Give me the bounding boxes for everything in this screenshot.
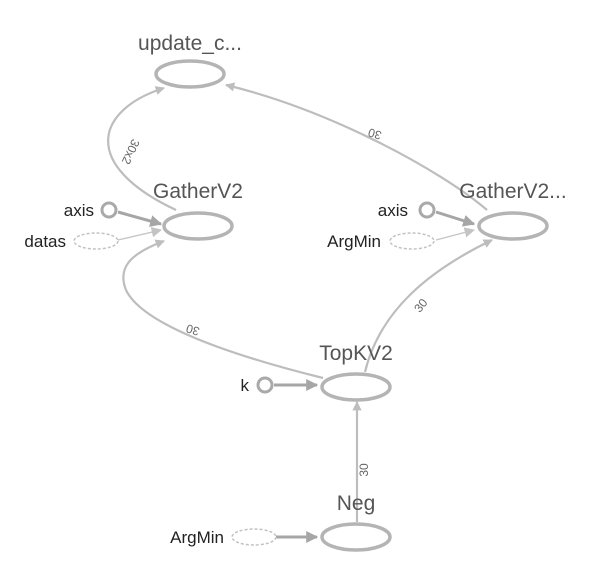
edge-label-neg-to-topk: 30 [357,463,371,477]
op-node-shape[interactable] [162,211,234,241]
node-neg[interactable]: Neg [320,492,392,552]
input-label: axis [378,201,408,220]
ref-node-icon[interactable] [231,528,277,546]
ref-node-icon[interactable] [389,232,435,250]
const-node-icon[interactable] [256,376,274,394]
edge-right-gather-to-update [225,82,488,211]
node-gatherv2-left[interactable]: GatherV2 [153,180,243,241]
node-title: Neg [337,492,376,515]
edge-axis-to-left-gather [117,210,163,227]
node-title: GatherV2... [459,180,566,203]
edge-label-topk-to-right-gather: 30 [411,296,430,315]
input-argmin-neg[interactable]: ArgMin [170,528,277,547]
op-node-shape[interactable] [154,59,226,89]
ref-node-icon[interactable] [73,232,119,250]
edge-label-right-gather-to-update: 30 [366,125,383,142]
node-title: update_c... [138,32,242,55]
node-title: GatherV2 [153,180,243,203]
edge-left-gather-to-update [107,86,177,211]
input-axis-right[interactable]: axis [378,201,436,220]
node-gatherv2-right[interactable]: GatherV2... [459,180,567,241]
edge-label-left-gather-to-update: 30x2 [119,137,143,167]
edge-topk-to-left-gather [122,239,324,380]
input-label: k [241,376,250,395]
edge-label-topk-to-left-gather: 30 [184,321,201,338]
edge-axis-to-right-gather [435,210,476,227]
input-datas-left[interactable]: datas [24,232,119,251]
const-node-icon[interactable] [100,201,118,219]
op-node-shape[interactable] [320,372,392,402]
node-title: TopKV2 [319,342,393,365]
const-node-icon[interactable] [418,201,436,219]
input-label: ArgMin [170,528,224,547]
edge-datas-to-left-gather [117,227,163,241]
op-node-shape[interactable] [477,211,549,241]
op-node-shape[interactable] [320,522,392,552]
input-axis-left[interactable]: axis [64,201,118,220]
input-argmin-right[interactable]: ArgMin [327,232,435,251]
edge-topk-to-right-gather [363,239,493,373]
input-k[interactable]: k [241,376,274,395]
input-label: ArgMin [327,232,381,251]
edge-argmin-to-right-gather [435,227,476,241]
node-topkv2[interactable]: TopKV2 [319,342,393,402]
input-label: axis [64,201,94,220]
input-label: datas [24,232,66,251]
node-update-c[interactable]: update_c... [138,32,242,89]
